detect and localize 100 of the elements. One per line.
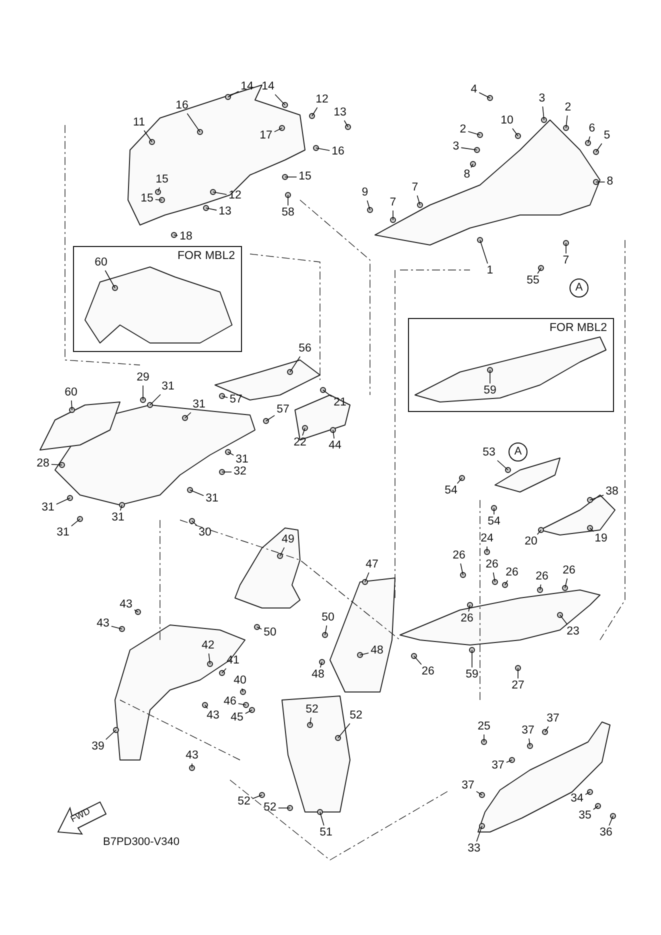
leader-line — [537, 268, 542, 274]
callout-number: 55 — [526, 274, 540, 288]
callout-number: 15 — [154, 174, 170, 186]
leader-line — [51, 464, 62, 466]
leader-line — [560, 614, 568, 625]
leader-line — [190, 490, 204, 496]
callout-number: 26 — [460, 612, 474, 626]
callout-number: 57 — [276, 404, 290, 416]
callout-number: 37 — [546, 712, 560, 726]
reference-mark: A — [508, 442, 528, 462]
callout-number: 29 — [136, 372, 150, 384]
leader-line — [252, 794, 262, 800]
callout-number: 12 — [228, 190, 242, 202]
leader-line — [222, 668, 226, 674]
callout-number: 49 — [280, 534, 296, 546]
inset-frame — [408, 318, 614, 412]
leader-line — [228, 452, 234, 456]
callout-number: 41 — [226, 654, 240, 668]
callout-number: 50 — [262, 626, 278, 640]
leader-line — [460, 563, 464, 576]
leader-line — [414, 656, 422, 665]
leader-line — [142, 385, 144, 400]
callout-number: 2 — [564, 102, 572, 114]
callout-number: 31 — [160, 380, 176, 394]
leader-line — [155, 199, 162, 200]
callout-number: 30 — [198, 526, 212, 540]
leader-line — [192, 520, 198, 526]
callout-number: 15 — [298, 170, 312, 184]
leader-line — [590, 528, 594, 532]
leader-line — [392, 210, 394, 220]
leader-line — [242, 688, 244, 692]
leader-line — [360, 652, 369, 656]
leader-line — [158, 187, 160, 192]
leader-line — [504, 580, 508, 586]
leader-line — [476, 791, 482, 796]
callout-number: 7 — [410, 182, 420, 194]
callout-number: 59 — [464, 668, 480, 682]
leader-line — [596, 143, 602, 152]
callout-number: 25 — [476, 720, 492, 734]
callout-number: 37 — [460, 780, 476, 792]
leader-line — [144, 130, 152, 142]
callout-number: 8 — [462, 168, 472, 182]
leader-line — [497, 460, 508, 470]
callout-number: 20 — [524, 536, 538, 548]
leader-line — [316, 148, 330, 151]
drawing-code: B7PD300-V340 — [103, 836, 180, 848]
callout-number: 40 — [232, 674, 248, 688]
callout-number: 31 — [234, 454, 250, 466]
callout-number: 43 — [118, 598, 134, 612]
leader-line — [566, 115, 568, 128]
leader-line — [274, 128, 282, 132]
leader-line — [366, 200, 370, 210]
callout-number: 42 — [200, 640, 216, 652]
callout-number: 32 — [232, 466, 248, 478]
callout-number: 9 — [360, 186, 370, 200]
leader-line — [480, 240, 488, 264]
callout-number: 3 — [452, 140, 460, 154]
leader-line — [506, 760, 512, 763]
leader-line — [274, 94, 286, 106]
callout-number: 47 — [364, 558, 380, 572]
callout-number: 26 — [484, 558, 500, 572]
callout-number: 35 — [578, 810, 592, 822]
leader-line — [71, 400, 72, 410]
callout-number: 46 — [222, 696, 238, 708]
leader-line — [312, 107, 318, 116]
callout-number: 60 — [64, 386, 78, 400]
leader-line — [460, 147, 478, 150]
callout-number: 21 — [332, 396, 348, 410]
callout-number: 1 — [486, 264, 494, 278]
leader-line — [364, 572, 370, 582]
leader-line — [280, 547, 285, 556]
leader-line — [186, 113, 200, 132]
inset-frame — [73, 246, 242, 352]
callout-number: 13 — [332, 106, 348, 120]
callout-number: 57 — [228, 394, 244, 406]
callout-number: 14 — [240, 80, 254, 94]
callout-number: 23 — [566, 626, 580, 638]
leader-line — [320, 662, 322, 668]
leader-line — [528, 738, 530, 746]
callout-number: 26 — [420, 666, 436, 678]
callout-number: 4 — [470, 84, 478, 96]
callout-number: 44 — [328, 440, 342, 452]
callout-number: 38 — [604, 486, 620, 498]
callout-number: 26 — [534, 570, 550, 584]
callout-number: 16 — [330, 146, 346, 158]
leader-line — [206, 208, 217, 211]
leader-line — [320, 812, 324, 826]
callout-number: 43 — [206, 710, 220, 722]
callout-number: 11 — [132, 116, 146, 130]
callout-number: 31 — [56, 526, 70, 540]
callout-number: 16 — [174, 100, 190, 112]
callout-number: 10 — [500, 114, 514, 128]
leader-line — [608, 816, 614, 826]
reference-mark: A — [570, 278, 588, 298]
leader-line — [564, 578, 568, 588]
callout-number: 27 — [510, 680, 526, 692]
callout-number: 2 — [458, 124, 468, 136]
leader-line — [245, 710, 252, 714]
leader-line — [468, 131, 480, 136]
leader-line — [256, 626, 262, 630]
